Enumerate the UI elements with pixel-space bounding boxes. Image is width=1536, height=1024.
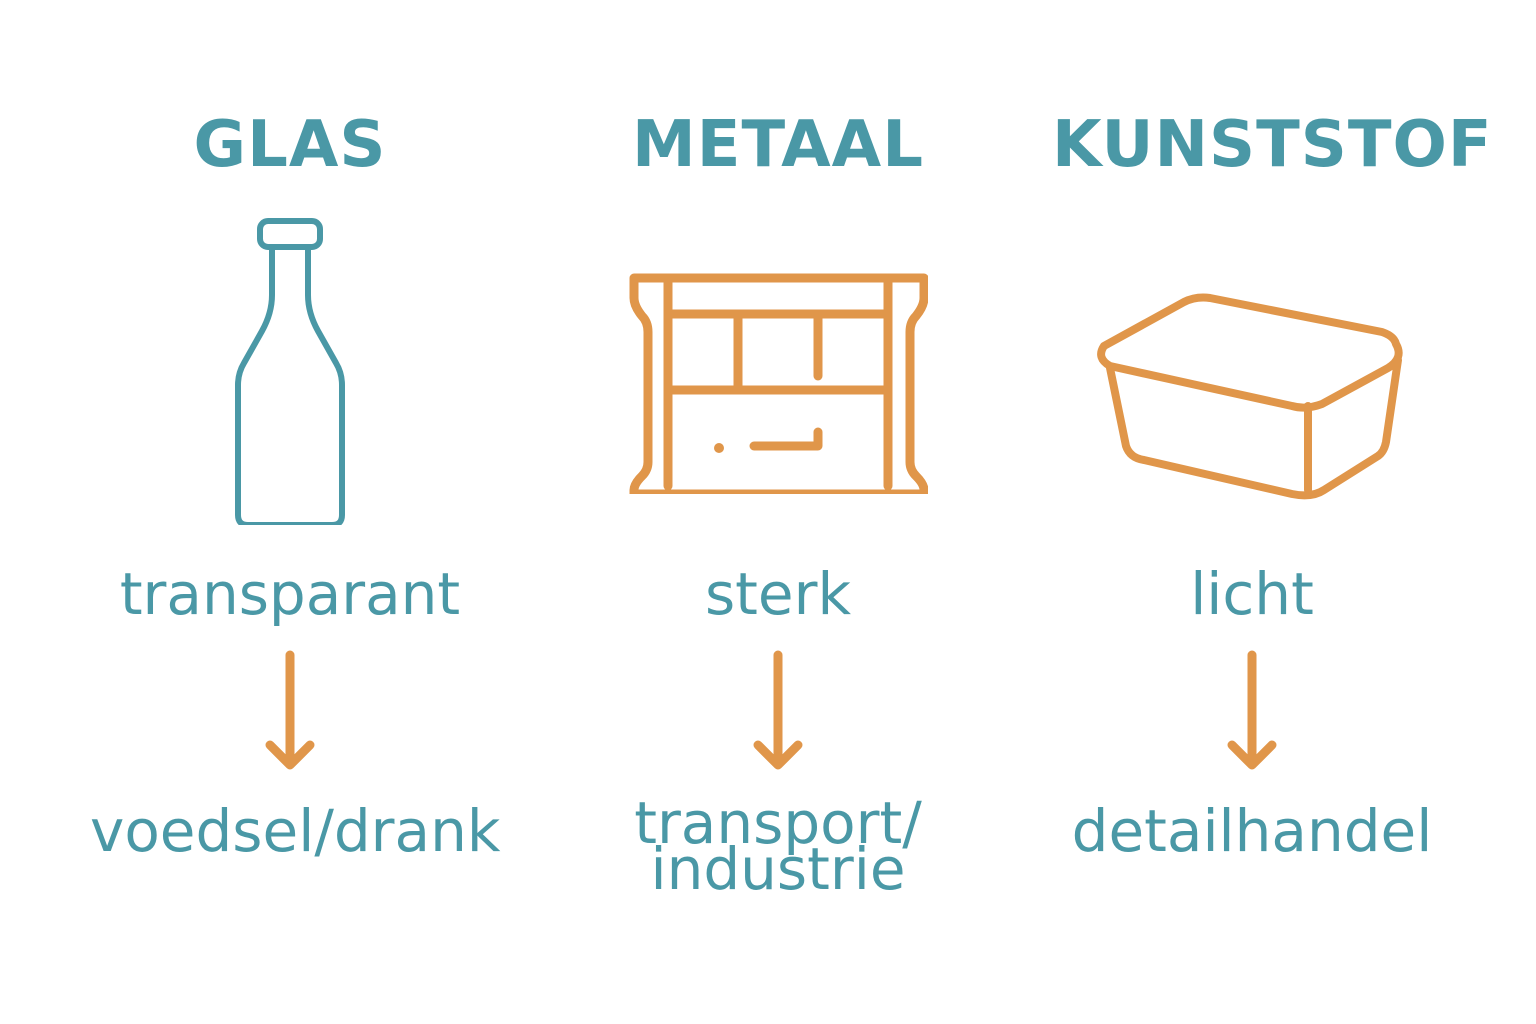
plastic-tray-icon — [1097, 293, 1403, 500]
material-title: KUNSTSTOF — [1052, 108, 1493, 182]
material-title: METAAL — [632, 108, 924, 182]
material-property: transparant — [119, 560, 461, 628]
metal-crate-icon — [629, 273, 928, 494]
material-use: voedsel/drank — [90, 797, 501, 865]
bottle-icon — [235, 218, 345, 525]
material-use: detailhandel — [1071, 797, 1433, 865]
material-property: sterk — [704, 560, 852, 628]
material-use-line: transport/ — [634, 789, 922, 857]
column-glas: GLAS transparant voedsel/drank — [90, 0, 501, 1024]
arrow-down-icon — [753, 650, 803, 770]
material-use-line: industrie — [650, 835, 906, 903]
material-title: GLAS — [193, 108, 387, 182]
column-kunststof: KUNSTSTOF licht detailhandel — [1052, 0, 1493, 1024]
arrow-down-icon — [265, 650, 315, 770]
column-metaal: METAAL sterk transport/ industrie — [578, 0, 978, 1024]
material-property: licht — [1190, 560, 1314, 628]
arrow-down-icon — [1227, 650, 1277, 770]
material-use: transport/ industrie — [578, 789, 978, 903]
